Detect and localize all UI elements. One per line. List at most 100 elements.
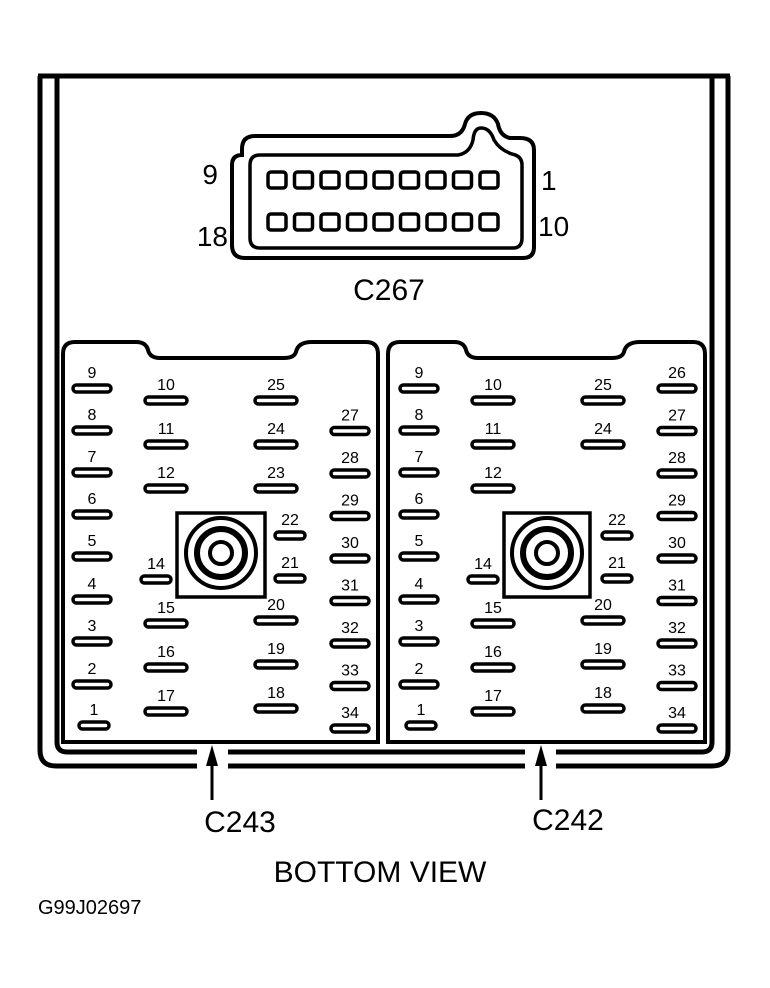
c243-pin-23[interactable]	[253, 483, 299, 494]
c243-pin-25[interactable]	[253, 395, 299, 406]
c242-pin-30[interactable]	[656, 553, 698, 564]
c243-pin-32[interactable]	[329, 638, 371, 649]
c267-pin-3[interactable]	[425, 170, 447, 190]
c243-pin-3[interactable]	[71, 636, 113, 647]
c243-pin-17[interactable]	[143, 706, 189, 717]
c267-pin-11[interactable]	[451, 212, 474, 232]
c242-pin-18[interactable]	[580, 703, 626, 714]
c242-pin-8[interactable]	[398, 425, 440, 436]
c242-pin-31[interactable]	[656, 595, 698, 607]
c242-connector[interactable]: 9876543211011121415161725242221201918262…	[386, 340, 707, 744]
c242-pin-28[interactable]	[656, 468, 698, 479]
c243-pin-label-28: 28	[341, 450, 359, 467]
c267-pin-14[interactable]	[372, 212, 394, 232]
c242-pin-11[interactable]	[470, 439, 516, 450]
c242-pin-26[interactable]	[656, 383, 698, 394]
c243-pin-29[interactable]	[329, 510, 371, 522]
c243-pin-4[interactable]	[71, 594, 113, 605]
c267-pin-9[interactable]	[266, 170, 288, 190]
c243-pin-label-4: 4	[88, 576, 97, 593]
c243-pin-14[interactable]	[139, 574, 173, 585]
c242-pin-3[interactable]	[398, 636, 440, 647]
c243-pin-15[interactable]	[143, 618, 189, 629]
c243-pin-9[interactable]	[71, 383, 113, 394]
c243-pin-33[interactable]	[329, 680, 371, 692]
c267-pin-5[interactable]	[372, 170, 394, 190]
c242-pin-16[interactable]	[470, 662, 516, 673]
c267-connector[interactable]	[230, 110, 536, 260]
c242-pin-label-20: 20	[594, 597, 612, 614]
c243-pin-11[interactable]	[143, 439, 189, 450]
c267-pin-17[interactable]	[292, 212, 315, 232]
c243-pin-18[interactable]	[253, 703, 299, 714]
c242-pin-label-11: 11	[485, 421, 502, 438]
c243-pin-21[interactable]	[273, 573, 307, 584]
c242-pin-6[interactable]	[398, 509, 440, 520]
c243-pin-label-21: 21	[281, 555, 299, 572]
c243-arrow-icon	[206, 745, 218, 800]
c242-pin-label-5: 5	[415, 533, 424, 550]
c242-pin-12[interactable]	[470, 483, 516, 494]
c243-pin-2[interactable]	[71, 679, 113, 690]
c242-pin-15[interactable]	[470, 618, 516, 629]
c242-pin-25[interactable]	[580, 395, 626, 406]
c243-pin-5[interactable]	[71, 551, 113, 562]
c242-pin-19[interactable]	[580, 659, 626, 670]
c242-pin-24[interactable]	[580, 439, 626, 450]
c243-pin-6[interactable]	[71, 509, 113, 520]
c242-pin-5[interactable]	[398, 551, 440, 562]
c267-pin-15[interactable]	[345, 212, 368, 232]
c243-pin-16[interactable]	[143, 662, 189, 673]
c243-connector[interactable]: 9876543211011121415161725242322212019182…	[61, 340, 380, 744]
c242-pin-label-6: 6	[415, 491, 424, 508]
c243-pin-30[interactable]	[329, 553, 371, 564]
c242-pin-label-25: 25	[594, 377, 612, 394]
c243-pin-24[interactable]	[253, 439, 299, 450]
c243-pin-31[interactable]	[329, 595, 371, 607]
c243-pin-1[interactable]	[77, 720, 111, 731]
c243-pin-label-1: 1	[90, 702, 99, 719]
c242-pin-27[interactable]	[656, 425, 698, 437]
c267-label-10: 10	[538, 211, 569, 242]
c267-pin-6[interactable]	[345, 170, 368, 190]
c267-pin-2[interactable]	[451, 170, 474, 190]
c242-pin-22[interactable]	[600, 530, 634, 541]
c242-pin-4[interactable]	[398, 594, 440, 605]
c267-pin-16[interactable]	[319, 212, 341, 232]
c242-pin-17[interactable]	[470, 706, 516, 717]
c243-pin-22[interactable]	[273, 530, 307, 541]
c267-pin-4[interactable]	[398, 170, 421, 190]
c267-pin-10[interactable]	[478, 212, 500, 232]
c243-pin-12[interactable]	[143, 483, 189, 494]
c242-pin-label-9: 9	[415, 365, 424, 382]
c243-pin-34[interactable]	[329, 723, 371, 734]
c242-pin-29[interactable]	[656, 510, 698, 522]
c267-pin-12[interactable]	[425, 212, 447, 232]
c242-pin-2[interactable]	[398, 679, 440, 690]
c267-pin-8[interactable]	[292, 170, 315, 190]
c267-pin-7[interactable]	[319, 170, 341, 190]
c243-pin-27[interactable]	[329, 425, 371, 437]
c243-pin-8[interactable]	[71, 425, 113, 436]
c243-pin-label-31: 31	[341, 578, 359, 595]
c242-pin-21[interactable]	[600, 573, 634, 584]
c243-pin-19[interactable]	[253, 659, 299, 670]
c242-pin-9[interactable]	[398, 383, 440, 394]
c242-pin-32[interactable]	[656, 638, 698, 649]
c243-pin-7[interactable]	[71, 467, 113, 478]
c242-pin-33[interactable]	[656, 680, 698, 692]
c243-pin-28[interactable]	[329, 468, 371, 479]
c242-pin-20[interactable]	[580, 615, 626, 626]
c243-pin-10[interactable]	[143, 395, 189, 406]
c267-pin-18[interactable]	[266, 212, 288, 232]
c242-pin-14[interactable]	[466, 574, 500, 585]
c243-pin-20[interactable]	[253, 615, 299, 626]
c243-pin-label-8: 8	[88, 407, 97, 424]
c242-pin-34[interactable]	[656, 723, 698, 734]
c242-pin-1[interactable]	[404, 720, 438, 731]
c267-pin-1[interactable]	[478, 170, 500, 190]
c267-pin-13[interactable]	[398, 212, 421, 232]
c243-pin-label-33: 33	[341, 663, 359, 680]
c242-pin-7[interactable]	[398, 467, 440, 478]
c242-pin-10[interactable]	[470, 395, 516, 406]
